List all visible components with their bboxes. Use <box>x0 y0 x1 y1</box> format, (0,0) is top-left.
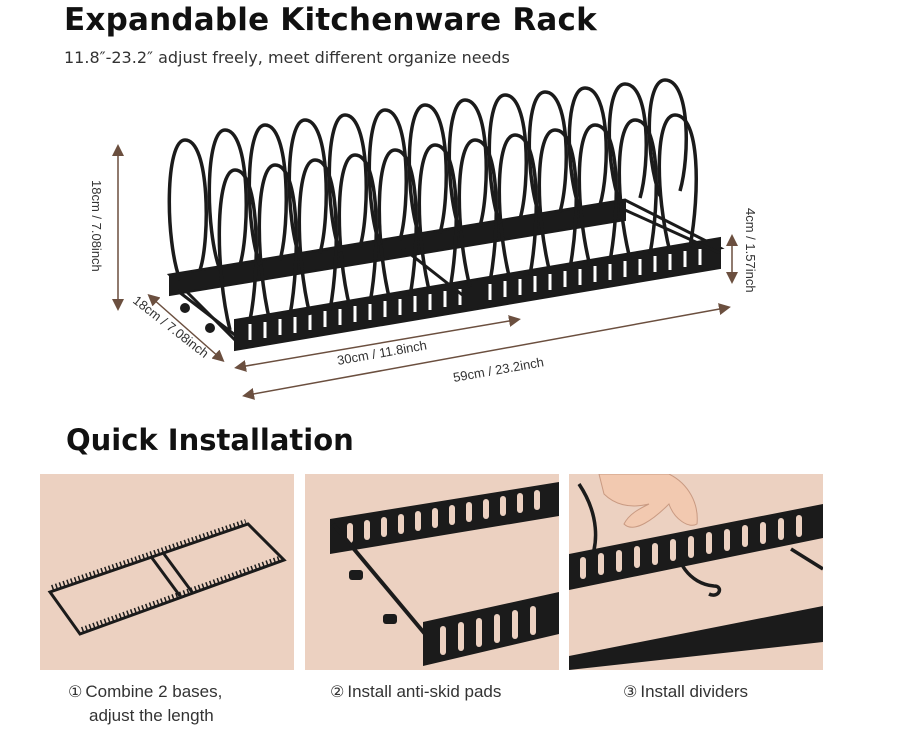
installation-title: Quick Installation <box>66 423 354 457</box>
step-2-image <box>305 474 559 670</box>
step-2-number: ② <box>330 682 345 701</box>
step-3-image <box>569 474 823 670</box>
dimension-arrows <box>112 144 738 400</box>
step-3-line1: Install dividers <box>640 682 749 701</box>
step-1-line2: adjust the length <box>89 706 214 725</box>
max-length-label: 59cm / 23.2inch <box>452 354 545 385</box>
step-1-line1: Combine 2 bases, <box>85 682 223 701</box>
step-2-line1: Install anti-skid pads <box>347 682 502 701</box>
height-label: 18cm / 7.08inch <box>89 180 104 272</box>
hand-icon <box>598 474 698 528</box>
step-1-number: ① <box>68 682 83 701</box>
page-title: Expandable Kitchenware Rack <box>64 2 597 38</box>
base-height-label: 4cm / 1.57inch <box>743 208 758 293</box>
rack-illustration: 18cm / 7.08inch 18cm / 7.08inch 4cm / 1.… <box>89 78 758 400</box>
step-1-image <box>40 474 294 670</box>
page-subtitle: 11.8″-23.2″ adjust freely, meet differen… <box>64 48 510 67</box>
step-3-number: ③ <box>623 682 638 701</box>
rack-dividers <box>167 78 698 331</box>
